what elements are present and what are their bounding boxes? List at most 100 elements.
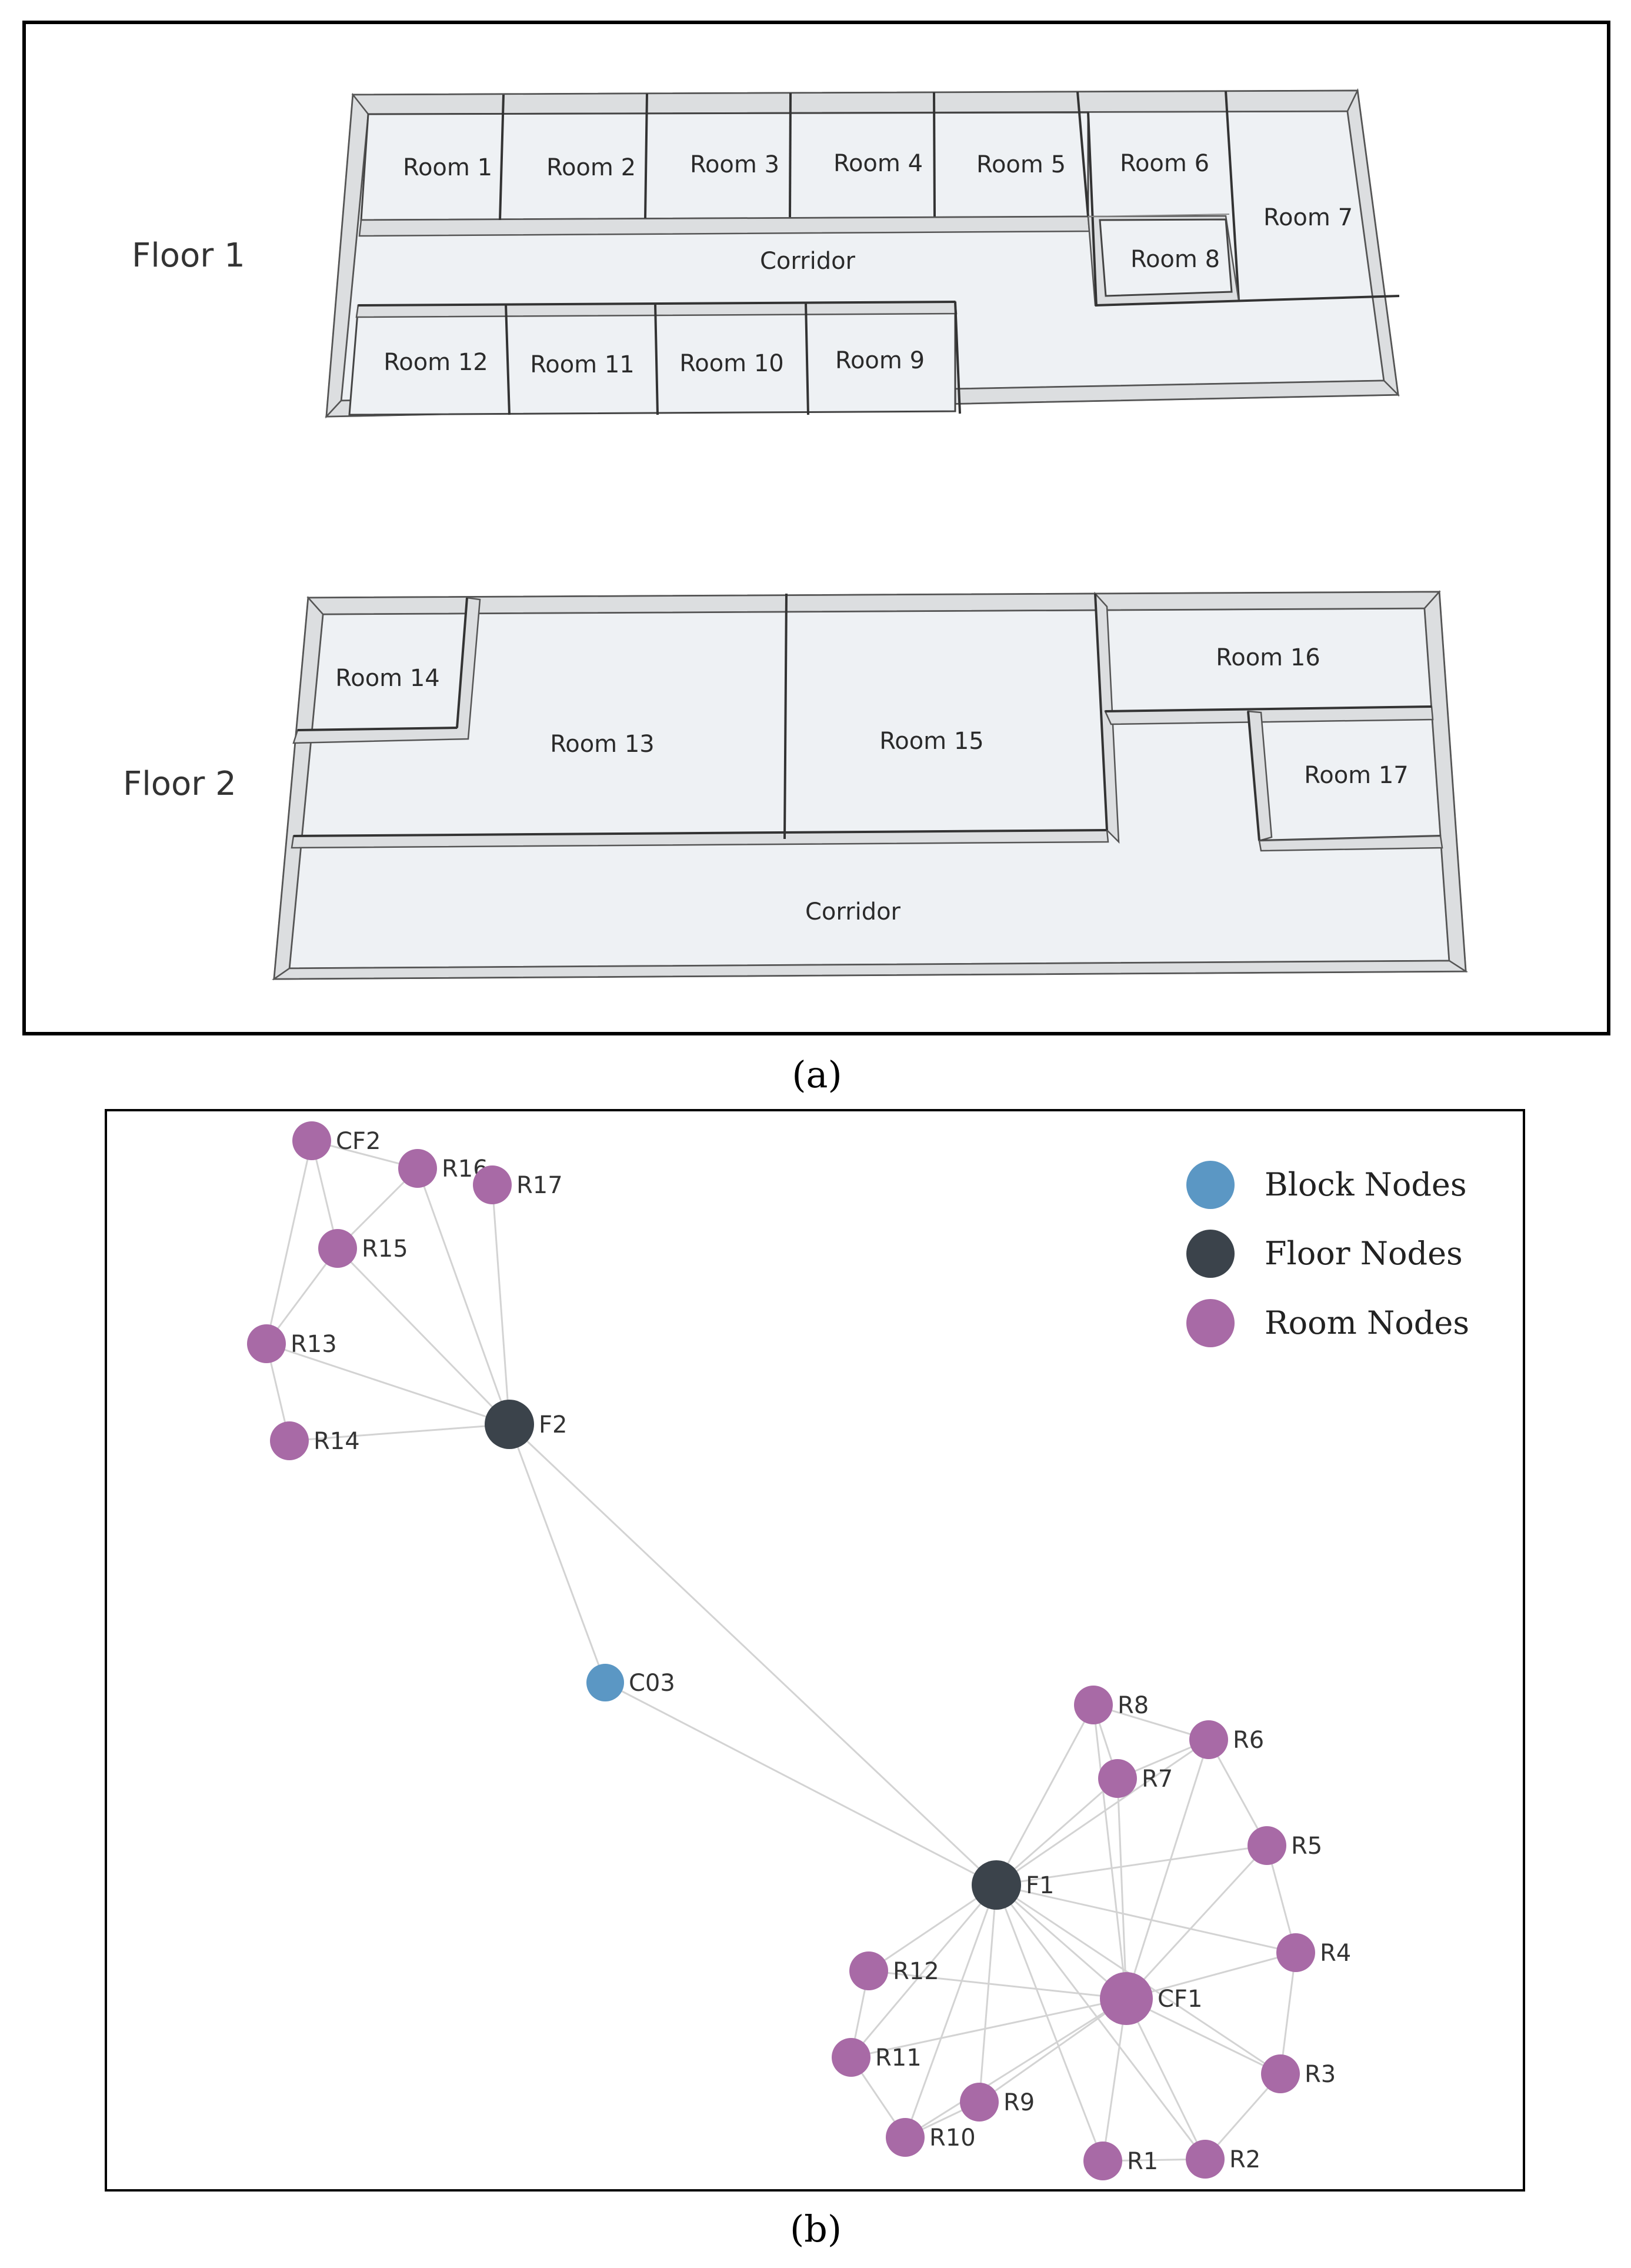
room-7-label: Room 7 bbox=[1263, 204, 1353, 231]
edge-r10-cf1 bbox=[905, 1997, 1127, 2139]
edge-r5-cf1 bbox=[1125, 1844, 1268, 2000]
node-r5 bbox=[1248, 1826, 1286, 1865]
edge-r6-cf1 bbox=[1125, 1739, 1210, 1999]
room-12-label: Room 12 bbox=[383, 349, 488, 376]
edge-r12-cf1 bbox=[868, 1970, 1127, 2000]
edge-r15-f2 bbox=[336, 1247, 511, 1426]
room-16-label: Room 16 bbox=[1216, 644, 1320, 671]
node-r17 bbox=[473, 1165, 512, 1204]
edge-f1-r12 bbox=[868, 1884, 997, 1972]
node-label-r6: R6 bbox=[1233, 1727, 1264, 1754]
room-8-label: Room 8 bbox=[1130, 246, 1220, 273]
floor-1-corridor-label: Corridor bbox=[760, 248, 856, 275]
node-r12 bbox=[849, 1951, 888, 1990]
legend-marker-0 bbox=[1186, 1161, 1235, 1209]
node-label-r3: R3 bbox=[1305, 2061, 1336, 2088]
node-label-r1: R1 bbox=[1127, 2148, 1158, 2175]
edge-f1-r9 bbox=[978, 1884, 998, 2103]
node-label-r8: R8 bbox=[1118, 1692, 1149, 1719]
edge-r15-r13 bbox=[265, 1248, 339, 1344]
legend-marker-1 bbox=[1186, 1230, 1235, 1278]
floor-2-label: Floor 2 bbox=[123, 765, 236, 803]
node-r8 bbox=[1074, 1686, 1113, 1724]
edge-f1-r2 bbox=[995, 1884, 1206, 2160]
node-label-f1: F1 bbox=[1026, 1872, 1054, 1899]
node-r10 bbox=[886, 2118, 925, 2157]
node-r6 bbox=[1189, 1720, 1228, 1759]
edge-f1-r5 bbox=[996, 1844, 1268, 1886]
edge-f1-r11 bbox=[850, 1884, 998, 2058]
edge-cf2-r13 bbox=[265, 1140, 313, 1344]
node-label-r17: R17 bbox=[516, 1172, 563, 1199]
caption-a: (a) bbox=[792, 1053, 842, 1096]
edge-f1-r7 bbox=[996, 1777, 1118, 1886]
room-3-label: Room 3 bbox=[690, 151, 779, 178]
floor-1-plan: Floor 1 Room 1 Room 2 Room 3 Room 4 Room… bbox=[132, 88, 1400, 419]
node-label-c03: C03 bbox=[629, 1670, 675, 1697]
floor-1-label: Floor 1 bbox=[132, 237, 245, 275]
node-label-r5: R5 bbox=[1291, 1833, 1322, 1860]
room-6-label: Room 6 bbox=[1120, 150, 1209, 177]
node-cf1 bbox=[1100, 1972, 1153, 2025]
node-label-cf1: CF1 bbox=[1158, 1986, 1202, 2013]
node-r4 bbox=[1276, 1933, 1315, 1972]
edge-r7-cf1 bbox=[1116, 1778, 1128, 1999]
legend-label-2: Room Nodes bbox=[1265, 1304, 1469, 1341]
room-5-label: Room 5 bbox=[976, 151, 1066, 178]
edge-f1-r6 bbox=[996, 1739, 1209, 1886]
room-11-label: Room 11 bbox=[530, 351, 635, 378]
node-cf2 bbox=[292, 1121, 331, 1160]
edge-c03-f1 bbox=[605, 1681, 997, 1886]
edge-f1-r1 bbox=[995, 1884, 1104, 2162]
node-r9 bbox=[960, 2083, 999, 2122]
edge-r17-f2 bbox=[491, 1184, 511, 1425]
edge-r9-cf1 bbox=[979, 1997, 1127, 2103]
room-17-label: Room 17 bbox=[1304, 762, 1409, 789]
node-r13 bbox=[247, 1324, 286, 1363]
node-label-r7: R7 bbox=[1142, 1766, 1173, 1793]
edge-r14-f2 bbox=[289, 1423, 510, 1442]
node-label-r9: R9 bbox=[1003, 2089, 1035, 2116]
edge-r4-cf1 bbox=[1126, 1951, 1296, 2000]
edge-f1-r4 bbox=[996, 1884, 1296, 1954]
edge-f1-r8 bbox=[995, 1704, 1095, 1886]
edge-r11-cf1 bbox=[850, 1997, 1127, 2059]
edge-r8-cf1 bbox=[1092, 1704, 1128, 1999]
room-15-label: Room 15 bbox=[879, 728, 984, 755]
floor-plan-panel: .wall { fill: #c9cbcd; stroke: #3a3a3a; … bbox=[22, 21, 1610, 1035]
caption-b: (b) bbox=[789, 2207, 842, 2250]
node-label-r4: R4 bbox=[1320, 1940, 1351, 1967]
edge-r16-f2 bbox=[416, 1168, 511, 1425]
edge-f2-c03 bbox=[508, 1424, 606, 1683]
legend-label-1: Floor Nodes bbox=[1265, 1235, 1463, 1272]
edge-f2-f1 bbox=[508, 1423, 998, 1886]
node-r3 bbox=[1261, 2054, 1300, 2093]
edge-r1-cf1 bbox=[1102, 1998, 1128, 2162]
node-r14 bbox=[270, 1421, 309, 1460]
edge-r3-cf1 bbox=[1126, 1997, 1281, 2075]
node-label-r2: R2 bbox=[1229, 2146, 1260, 2173]
floor-plan-svg: .wall { fill: #c9cbcd; stroke: #3a3a3a; … bbox=[123, 88, 1469, 981]
node-r1 bbox=[1083, 2142, 1122, 2180]
node-r2 bbox=[1186, 2140, 1225, 2179]
node-f2 bbox=[485, 1400, 534, 1449]
legend-marker-2 bbox=[1186, 1299, 1235, 1347]
edge-r13-f2 bbox=[266, 1343, 510, 1426]
node-f1 bbox=[972, 1860, 1021, 1910]
room-14-label: Room 14 bbox=[335, 665, 440, 692]
nodes-layer: CF2R16R17R15R13R14F2C03F1R8R6R7R5R4CF1R1… bbox=[247, 1121, 1351, 2180]
node-label-r12: R12 bbox=[893, 1958, 939, 1985]
node-label-r11: R11 bbox=[875, 2044, 922, 2071]
legend-label-0: Block Nodes bbox=[1265, 1166, 1467, 1203]
edge-r4-r3 bbox=[1279, 1952, 1297, 2074]
floor-2-corridor-label: Corridor bbox=[805, 898, 901, 925]
room-1-label: Room 1 bbox=[403, 154, 492, 181]
node-r7 bbox=[1098, 1759, 1137, 1798]
node-label-r15: R15 bbox=[362, 1235, 408, 1263]
node-r15 bbox=[318, 1229, 357, 1268]
edge-f1-cf1 bbox=[996, 1884, 1127, 2000]
node-label-r13: R13 bbox=[291, 1331, 337, 1358]
edge-f1-r10 bbox=[904, 1884, 998, 2138]
